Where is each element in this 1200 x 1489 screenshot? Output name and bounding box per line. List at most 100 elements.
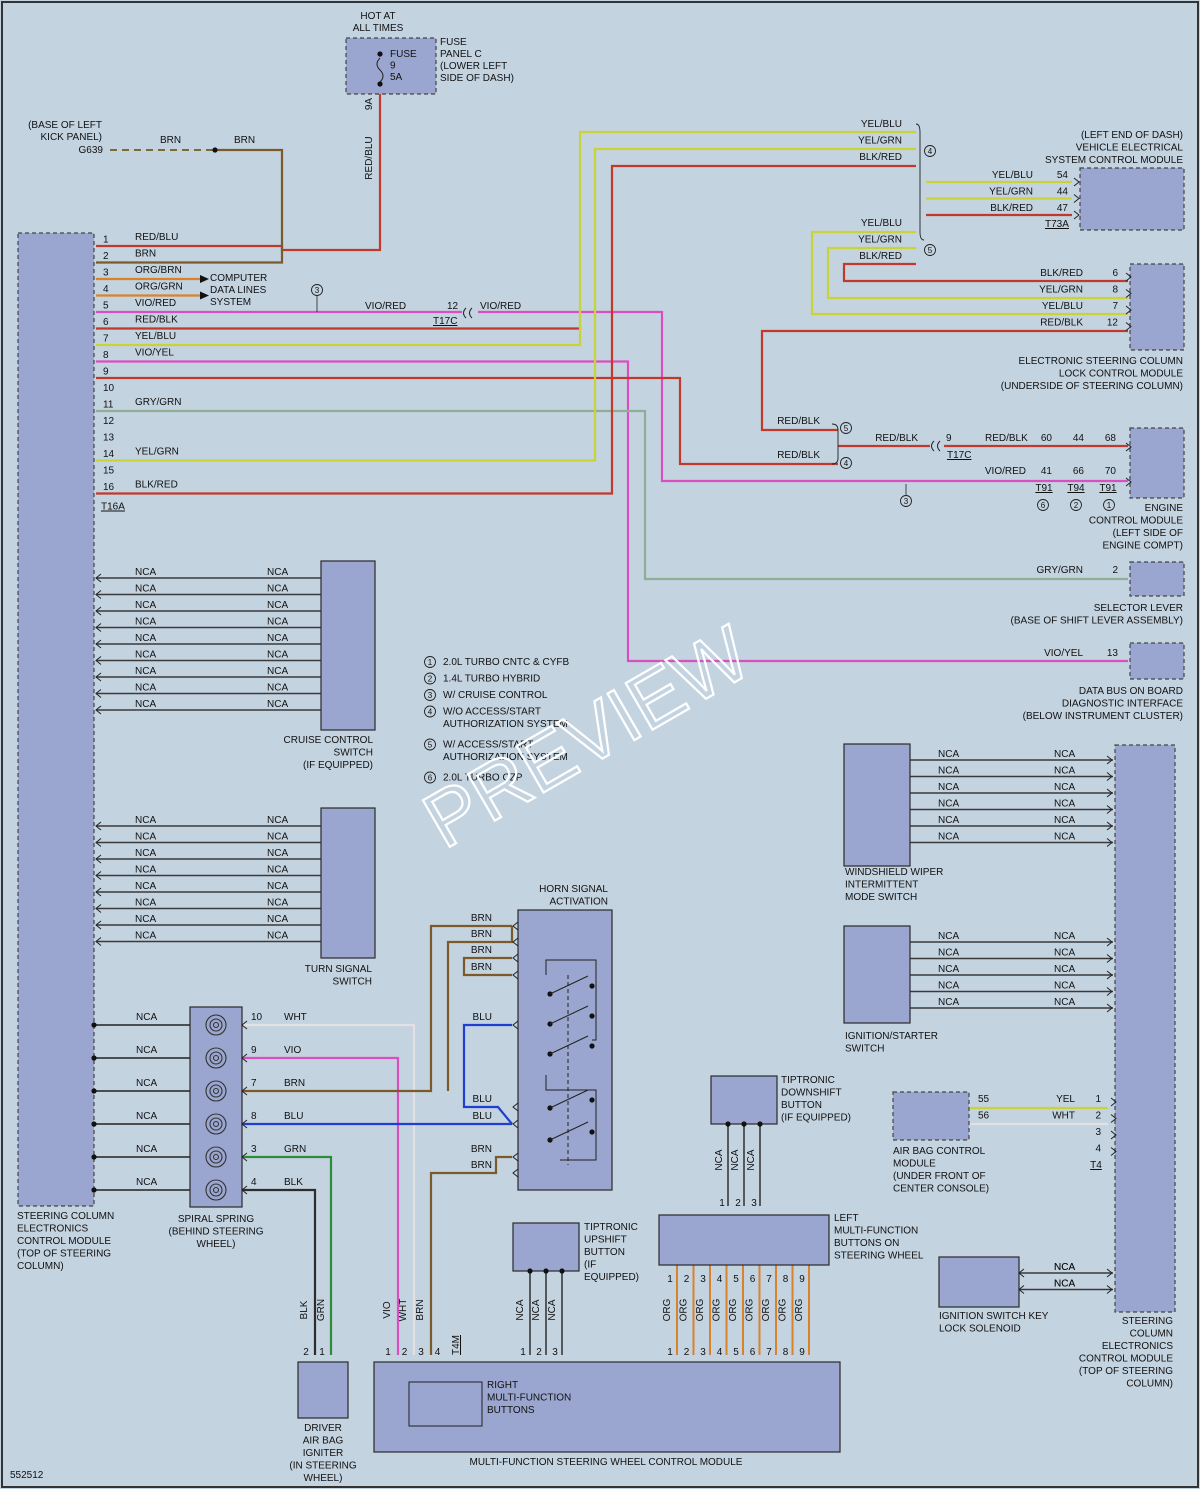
ecm-red-blk-b: RED/BLK [777, 450, 820, 461]
lock-label: (UNDERSIDE OF STEERING COLUMN) [1001, 381, 1183, 392]
keylock-label: IGNITION SWITCH KEY [939, 1311, 1049, 1322]
wiper-nca-label: NCA [1054, 815, 1075, 826]
wire-yel-grn-14 [96, 147, 916, 462]
left-mf-org: ORG [794, 1298, 805, 1321]
legend-note: 2 [428, 675, 433, 684]
fuse-pin-label: 9A [364, 98, 375, 111]
spiral-coil [212, 1021, 220, 1029]
connector-arrow [95, 871, 102, 880]
connector-arrow [1106, 1268, 1113, 1278]
connector-arrow [1110, 1114, 1117, 1123]
selector-box [1129, 561, 1185, 597]
mod-wire-wht: WHT [398, 1299, 409, 1322]
turn-nca-label: NCA [267, 931, 288, 942]
wire-horn-blu [462, 1023, 513, 1125]
connector-arrow [512, 921, 519, 931]
connector-arrow [512, 937, 519, 947]
spiral-nca-label: NCA [136, 1045, 157, 1056]
ecm-cruise-note: 3 [904, 497, 909, 506]
t17c-wire9: RED/BLK [985, 433, 1028, 444]
connector-arrow [95, 904, 102, 913]
tip-up-box [512, 1222, 580, 1272]
left-mf-box [658, 1214, 830, 1266]
t16a-pin-number: 9 [103, 367, 109, 378]
ignition-nca-label: NCA [1054, 997, 1075, 1008]
ecm-red-blk-a: RED/BLK [777, 416, 820, 427]
cruise-nca-label: NCA [267, 584, 288, 595]
lock-label: ELECTRONIC STEERING COLUMN [1019, 356, 1183, 367]
tip-up-label: (IF [584, 1260, 596, 1271]
left-mf-org: ORG [712, 1298, 723, 1321]
tip-up-nca: NCA [515, 1299, 526, 1320]
cruise-nca-label: NCA [135, 650, 156, 661]
connector-arrow [95, 656, 102, 665]
legend-note-circle [424, 705, 436, 718]
legend-note: 4 [428, 708, 433, 717]
connector-arrow [95, 920, 102, 930]
wire-vio-spiral [242, 1056, 400, 1355]
connector-arrow [1110, 1130, 1117, 1140]
wiper-nca-label: NCA [938, 749, 959, 760]
connector-arrow [1106, 821, 1113, 831]
ecm-pin-bottom: 70 [1105, 466, 1117, 477]
legend-note-circle [424, 689, 436, 701]
lock-pin-wire: RED/BLK [1040, 318, 1083, 329]
fuse-dot [377, 51, 383, 57]
t4-pin: 3 [1095, 1127, 1101, 1138]
ecm-vio-red: VIO/RED [985, 466, 1026, 477]
connector-arrow [512, 953, 519, 963]
vescm-note-a-circle [924, 145, 936, 157]
lock-label: LOCK CONTROL MODULE [1059, 369, 1183, 380]
keylock-box [938, 1256, 1020, 1308]
lock-pin-number: 7 [1112, 301, 1118, 312]
connector-arrow [1110, 1097, 1117, 1107]
spiral-coil [209, 1018, 223, 1032]
lock-pin-wire: BLK/RED [1040, 268, 1083, 279]
tip-down-nca: NCA [730, 1149, 741, 1170]
legend-text: 2.0L TURBO CZP [443, 773, 523, 784]
ground-wire-label: BRN [160, 135, 181, 146]
spiral-pin-number: 3 [251, 1144, 257, 1155]
horn-switch [549, 1121, 589, 1141]
t16a-pin-number: 16 [103, 482, 115, 493]
fuse-supply-label: HOT AT [360, 11, 395, 22]
left-mf-pin-bottom: 8 [783, 1347, 789, 1358]
legend-note: 6 [428, 774, 433, 783]
connector-arrow [241, 1086, 248, 1096]
legend-note: 3 [428, 691, 433, 700]
horn-switch [549, 1035, 589, 1055]
spiral-pin-number: 4 [251, 1177, 257, 1188]
t16a-pin-number: 11 [103, 400, 114, 411]
ignition-switch-box [843, 925, 911, 1024]
wiper-nca-label: NCA [1054, 832, 1075, 843]
legend-text: 2.0L TURBO CNTC & CYFB [443, 657, 569, 668]
scecm-right-label: STEERING [1122, 1316, 1173, 1327]
turn-nca-label: NCA [135, 865, 156, 876]
vescm-a-wire: BLK/RED [859, 152, 902, 163]
left-mf-pin-bottom: 5 [733, 1347, 739, 1358]
vescm-a-wire: YEL/GRN [858, 136, 902, 147]
connector-arrow [95, 606, 102, 616]
connector-arrow [1125, 442, 1132, 487]
connector-arrow [95, 590, 102, 599]
t16a-wire-label: VIO/YEL [135, 348, 174, 359]
left-mf-pin-top: 9 [799, 1274, 805, 1285]
cruise-nca-label: NCA [135, 617, 156, 628]
connector-arrow [95, 689, 102, 698]
connector-arrow [95, 838, 102, 847]
driver-airbag-label: AIR BAG [303, 1436, 344, 1447]
ignition-nca-label: NCA [938, 948, 959, 959]
t17c-wire-right: VIO/RED [480, 301, 521, 312]
right-mf-label: BUTTONS [487, 1405, 535, 1416]
lock-module-box [1129, 263, 1185, 351]
vescm-box [1079, 167, 1185, 231]
ecm-label: ENGINE [1145, 503, 1184, 514]
connector-arrow [95, 639, 102, 649]
wiper-label: WINDSHIELD WIPER [845, 867, 943, 878]
spiral-coil [209, 1084, 223, 1098]
spiral-label: (BEHIND STEERING [168, 1227, 263, 1238]
wiper-nca-label: NCA [938, 815, 959, 826]
ecm-label: (LEFT SIDE OF [1113, 528, 1183, 539]
spiral-pin-wire: BLK [284, 1177, 303, 1188]
